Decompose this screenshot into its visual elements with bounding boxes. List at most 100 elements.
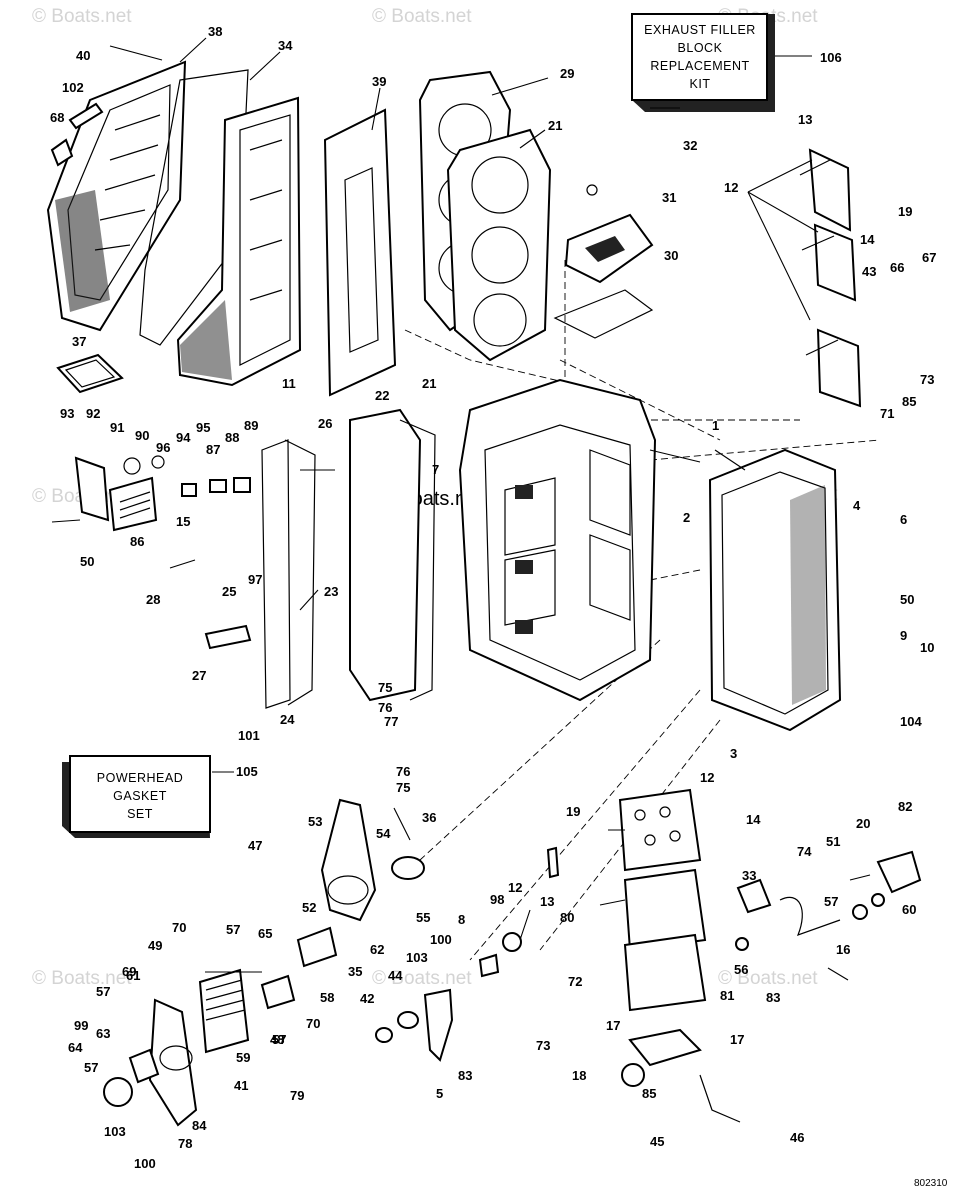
callout: 58 xyxy=(320,990,334,1005)
reed-block-assembly xyxy=(799,148,862,408)
lower-reed-block xyxy=(618,788,707,1012)
callout: 57 xyxy=(272,1032,286,1047)
callout: 17 xyxy=(730,1032,744,1047)
head-gasket xyxy=(446,128,552,362)
callout: 57 xyxy=(96,984,110,999)
callout: 71 xyxy=(880,406,894,421)
exhaust-kit-box: EXHAUST FILLER BLOCK REPLACEMENT KIT xyxy=(631,13,775,112)
callout: 11 xyxy=(282,376,296,391)
callout: 31 xyxy=(662,190,676,205)
callout-numbers: 40 38 34 39 29 21 32 31 30 13 12 19 14 4… xyxy=(50,24,936,1171)
callout: 101 xyxy=(238,728,260,743)
callout: 15 xyxy=(176,514,190,529)
callout: 12 xyxy=(700,770,714,785)
callout: 55 xyxy=(416,910,430,925)
callout: 37 xyxy=(72,334,86,349)
svg-text:BLOCK: BLOCK xyxy=(678,41,723,55)
callout: 14 xyxy=(746,812,761,827)
spark-plug xyxy=(204,624,252,650)
callout: 9 xyxy=(900,628,907,643)
callout: 93 xyxy=(60,406,74,421)
callout: 89 xyxy=(244,418,258,433)
callout: 48 xyxy=(270,1032,284,1047)
callout: 39 xyxy=(372,74,386,89)
callout: 74 xyxy=(797,844,812,859)
callout: 77 xyxy=(384,714,398,729)
callout: 34 xyxy=(278,38,293,53)
callout: 30 xyxy=(664,248,678,263)
watermark: © Boats.net xyxy=(372,968,472,989)
callout: 57 xyxy=(226,922,240,937)
callout: 24 xyxy=(280,712,295,727)
callout: 49 xyxy=(148,938,162,953)
callout: 95 xyxy=(196,420,210,435)
callout: 98 xyxy=(490,892,504,907)
watermark: © Boats.net xyxy=(32,6,132,27)
callout: 67 xyxy=(922,250,936,265)
throttle-arm xyxy=(103,798,425,1127)
callout: 73 xyxy=(920,372,934,387)
callout: 12 xyxy=(508,880,522,895)
callout: 10 xyxy=(920,640,934,655)
seal-ring xyxy=(56,353,124,394)
bypass-cover xyxy=(553,184,654,339)
callout: 94 xyxy=(176,430,191,445)
alignment-lines xyxy=(404,260,881,961)
callout: 43 xyxy=(862,264,876,279)
svg-text:POWERHEAD: POWERHEAD xyxy=(97,771,183,785)
callout: 19 xyxy=(566,804,580,819)
callout: 29 xyxy=(560,66,574,81)
hose-fitting xyxy=(50,102,104,167)
exhaust-cover xyxy=(46,60,187,332)
callout: 8 xyxy=(458,912,465,927)
callout-kit-gasket: 105 xyxy=(236,764,258,779)
callout: 40 xyxy=(76,48,90,63)
watermark: © Boats.net xyxy=(32,968,132,989)
callout: 62 xyxy=(370,942,384,957)
callout: 83 xyxy=(766,990,780,1005)
callout: 69 xyxy=(122,964,136,979)
callout: 51 xyxy=(826,834,840,849)
callout: 60 xyxy=(902,902,916,917)
gasket-set-box: POWERHEAD GASKET SET xyxy=(62,755,211,838)
callout: 27 xyxy=(192,668,206,683)
callout: 52 xyxy=(302,900,316,915)
callout: 76 xyxy=(378,700,392,715)
callout: 33 xyxy=(742,868,756,883)
callout: 102 xyxy=(62,80,84,95)
callout: 90 xyxy=(135,428,149,443)
callout: 57 xyxy=(84,1060,98,1075)
callout: 28 xyxy=(146,592,160,607)
callout: 103 xyxy=(406,950,428,965)
callout: 20 xyxy=(856,816,870,831)
cylinder-block xyxy=(458,378,657,702)
callout: 85 xyxy=(642,1086,656,1101)
callout: 18 xyxy=(572,1068,586,1083)
callout: 82 xyxy=(898,799,912,814)
exhaust-plate xyxy=(176,96,302,387)
crankcase-cover xyxy=(708,448,842,732)
cylinder-head-cover xyxy=(261,408,436,709)
callout: 86 xyxy=(130,534,144,549)
callout-kit-exhaust: 106 xyxy=(820,50,842,65)
svg-text:KIT: KIT xyxy=(690,77,711,91)
callout: 91 xyxy=(110,420,124,435)
callout: 3 xyxy=(730,746,737,761)
svg-text:SET: SET xyxy=(127,807,153,821)
callout: 78 xyxy=(178,1136,192,1151)
document-id: 802310 xyxy=(914,1178,948,1189)
callout: 7 xyxy=(432,462,439,477)
callout: 17 xyxy=(606,1018,620,1033)
callout: 16 xyxy=(836,942,850,957)
callout: 1 xyxy=(712,418,719,433)
cover-gasket xyxy=(139,69,249,346)
callout: 103 xyxy=(104,1124,126,1139)
callout: 61 xyxy=(126,968,140,983)
callout: 83 xyxy=(458,1068,472,1083)
callout: 44 xyxy=(388,968,403,983)
callout: 22 xyxy=(375,388,389,403)
callout: 87 xyxy=(206,442,220,457)
callout: 36 xyxy=(422,810,436,825)
